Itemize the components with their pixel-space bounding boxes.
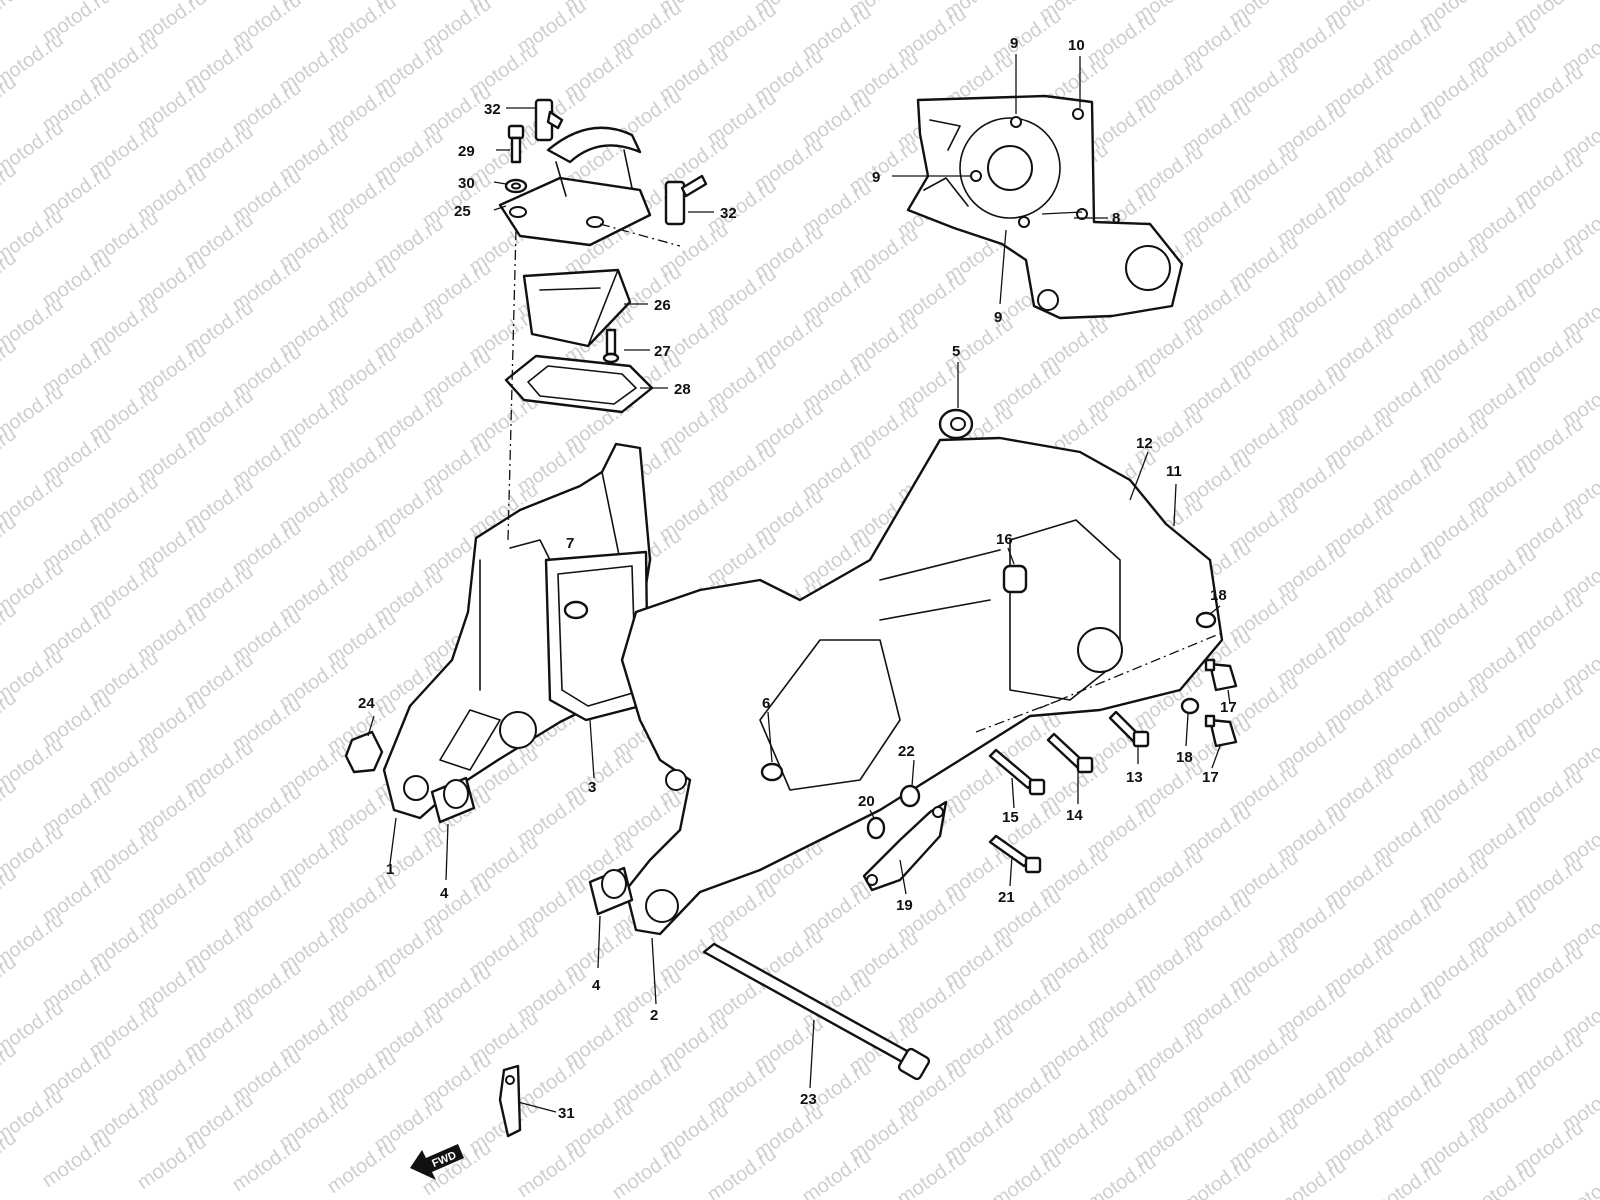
clamp-31-part xyxy=(498,1064,522,1138)
callout-17b: 17 xyxy=(1202,769,1219,786)
callout-9c: 9 xyxy=(994,309,1002,326)
intake-pipe-part xyxy=(498,126,652,247)
crankcase-cover-part xyxy=(906,94,1184,320)
callout-8: 8 xyxy=(1112,210,1120,227)
callout-32a: 32 xyxy=(484,101,501,118)
callout-14: 14 xyxy=(1066,807,1083,824)
watermark-text: motod.ru xyxy=(0,0,21,46)
dowel-16-part xyxy=(1002,564,1028,594)
washer-18b-part xyxy=(1180,697,1200,715)
stud-23-part xyxy=(702,942,931,1081)
callout-16: 16 xyxy=(996,531,1013,548)
bolt-alignment-line xyxy=(975,631,1225,733)
callout-13: 13 xyxy=(1126,769,1143,786)
callout-27: 27 xyxy=(654,343,671,360)
crankcase-right-part xyxy=(620,436,1224,936)
intake-alignment-line xyxy=(507,229,517,541)
callout-4a: 4 xyxy=(440,885,449,902)
callout-17a: 17 xyxy=(1220,699,1237,716)
callout-26: 26 xyxy=(654,297,671,314)
callout-31: 31 xyxy=(558,1105,575,1122)
screw-27-part xyxy=(602,328,620,364)
bearing-4a-part xyxy=(430,776,476,824)
fitting-32b-part xyxy=(664,174,708,226)
callout-4b: 4 xyxy=(592,977,601,994)
watermark-text: motod.ru xyxy=(1273,1155,1350,1200)
washer-30-part xyxy=(504,178,528,194)
callout-1: 1 xyxy=(386,861,394,878)
callout-10: 10 xyxy=(1068,37,1085,54)
callout-32b: 32 xyxy=(720,205,737,222)
callout-6: 6 xyxy=(762,695,770,712)
bolt-17b-part xyxy=(1204,714,1238,748)
callout-18a: 18 xyxy=(1210,587,1227,604)
callout-25: 25 xyxy=(454,203,471,220)
watermark-text: motod.ru xyxy=(323,1135,400,1198)
bolt-17a-part xyxy=(1204,658,1238,692)
callout-11: 11 xyxy=(1166,463,1182,480)
watermark-text: motod.ru xyxy=(1558,1161,1600,1200)
watermark-text: motod.ru xyxy=(513,1139,590,1200)
watermark-text: motod.ru xyxy=(988,1149,1065,1200)
watermark-text: motod.ru xyxy=(893,1147,970,1200)
watermark-text: motod.ru xyxy=(228,1133,305,1196)
watermark-text: motod.ru xyxy=(38,1129,115,1192)
watermark-text: motod.ru xyxy=(1178,1153,1255,1200)
callout-2: 2 xyxy=(650,1007,658,1024)
callout-20: 20 xyxy=(858,793,875,810)
callout-19: 19 xyxy=(896,897,913,914)
reed-valve-26-part xyxy=(522,268,632,348)
callout-28: 28 xyxy=(674,381,691,398)
callout-23: 23 xyxy=(800,1091,817,1108)
callout-30: 30 xyxy=(458,175,475,192)
callout-12: 12 xyxy=(1136,435,1153,452)
fitting-32a-part xyxy=(534,98,564,142)
bolt-15-part xyxy=(988,748,1046,796)
callout-3: 3 xyxy=(588,779,596,796)
bolt-14-part xyxy=(1046,732,1094,774)
bolt-13-part xyxy=(1108,710,1150,748)
washer-18a-part xyxy=(1195,611,1217,629)
nut-24-part xyxy=(344,730,384,774)
watermark-text: motod.ru xyxy=(1083,1151,1160,1200)
bolt-29-part xyxy=(507,124,525,164)
fitting-alignment-line xyxy=(599,223,681,247)
gasket-3-part xyxy=(544,550,650,722)
callout-24: 24 xyxy=(358,695,375,712)
bearing-5-part xyxy=(938,408,974,440)
callout-labels: 1 2 3 4 4 5 6 7 8 9 9 9 10 11 12 13 14 1… xyxy=(358,35,1237,1122)
dowel-7-part xyxy=(563,600,589,620)
callout-9b: 9 xyxy=(872,169,880,186)
callout-5: 5 xyxy=(952,343,960,360)
dowel-6-part xyxy=(760,762,784,782)
bearing-4b-part xyxy=(588,866,634,916)
watermark-text: motod.ru xyxy=(703,1143,780,1200)
callout-18b: 18 xyxy=(1176,749,1193,766)
callout-9a: 9 xyxy=(1010,35,1018,52)
watermark-text: motod.ru xyxy=(798,1145,875,1200)
callout-7: 7 xyxy=(566,535,574,552)
watermark-text: motod.ru xyxy=(1368,1157,1445,1200)
dowel-22-part xyxy=(899,784,921,808)
dowel-20-part xyxy=(866,816,886,840)
bracket-19-part xyxy=(862,800,948,892)
watermark-text: motod.ru xyxy=(1463,1159,1540,1200)
watermark-text: motod.ru xyxy=(608,1141,685,1200)
callout-22: 22 xyxy=(898,743,915,760)
watermark-text: motod.ru xyxy=(133,1131,210,1194)
callout-15: 15 xyxy=(1002,809,1019,826)
leader-lines xyxy=(367,54,1231,1113)
callout-21: 21 xyxy=(998,889,1015,906)
gasket-28-part xyxy=(504,354,654,414)
callout-29: 29 xyxy=(458,143,475,160)
crankcase-left-part xyxy=(382,442,652,820)
bolt-21-part xyxy=(988,834,1042,874)
